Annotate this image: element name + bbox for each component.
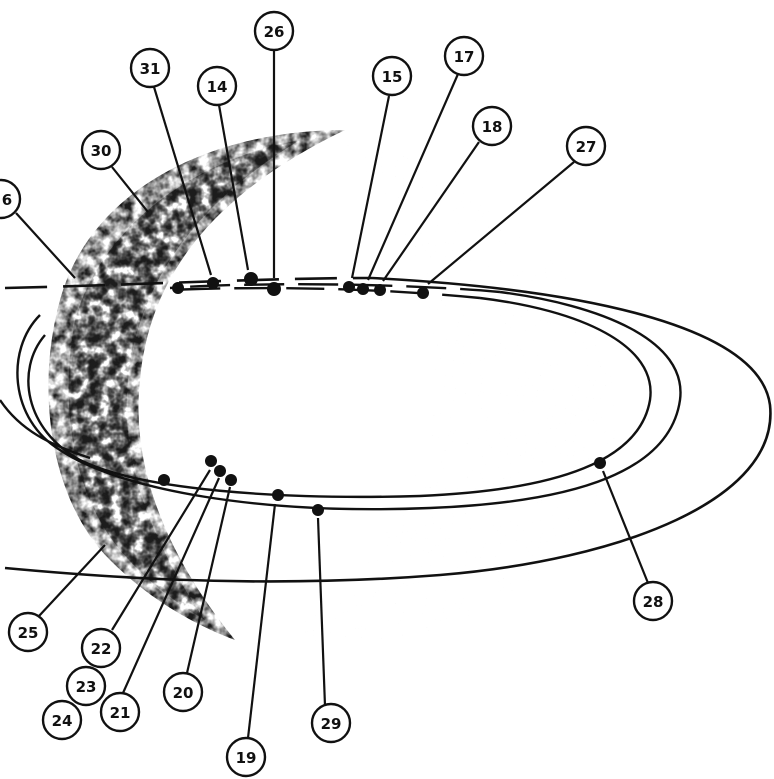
svg-text:15: 15 [382,68,403,86]
svg-text:31: 31 [140,60,161,78]
svg-text:21: 21 [110,704,131,722]
svg-text:20: 20 [173,684,194,702]
callout-30: 30 [82,131,120,169]
callout-26: 26 [255,12,293,50]
svg-text:22: 22 [91,640,112,658]
callout-25: 25 [9,613,47,651]
svg-text:28: 28 [643,593,664,611]
svg-text:6: 6 [2,191,12,209]
callout-23: 23 [67,667,105,705]
callout-27: 27 [567,127,605,165]
svg-text:19: 19 [236,749,257,767]
svg-text:23: 23 [76,678,97,696]
callout-15: 15 [373,57,411,95]
callout-17: 17 [445,37,483,75]
svg-text:24: 24 [52,712,73,730]
svg-text:27: 27 [576,138,597,156]
callout-18: 18 [473,107,511,145]
callout-19: 19 [227,738,265,776]
moon-lit-side [280,130,618,643]
callout-24: 24 [43,701,81,739]
callout-31: 31 [131,49,169,87]
callout-14: 14 [198,67,236,105]
svg-text:30: 30 [91,142,112,160]
svg-text:18: 18 [482,118,503,136]
svg-text:29: 29 [321,715,342,733]
callout-22: 22 [82,629,120,667]
svg-text:25: 25 [18,624,39,642]
callout-20: 20 [164,673,202,711]
svg-text:26: 26 [264,23,285,41]
callout-28: 28 [634,582,672,620]
callout-29: 29 [312,704,350,742]
svg-text:14: 14 [207,78,228,96]
callout-6: 6 [0,180,20,218]
svg-text:17: 17 [454,48,475,66]
callout-21: 21 [101,693,139,731]
